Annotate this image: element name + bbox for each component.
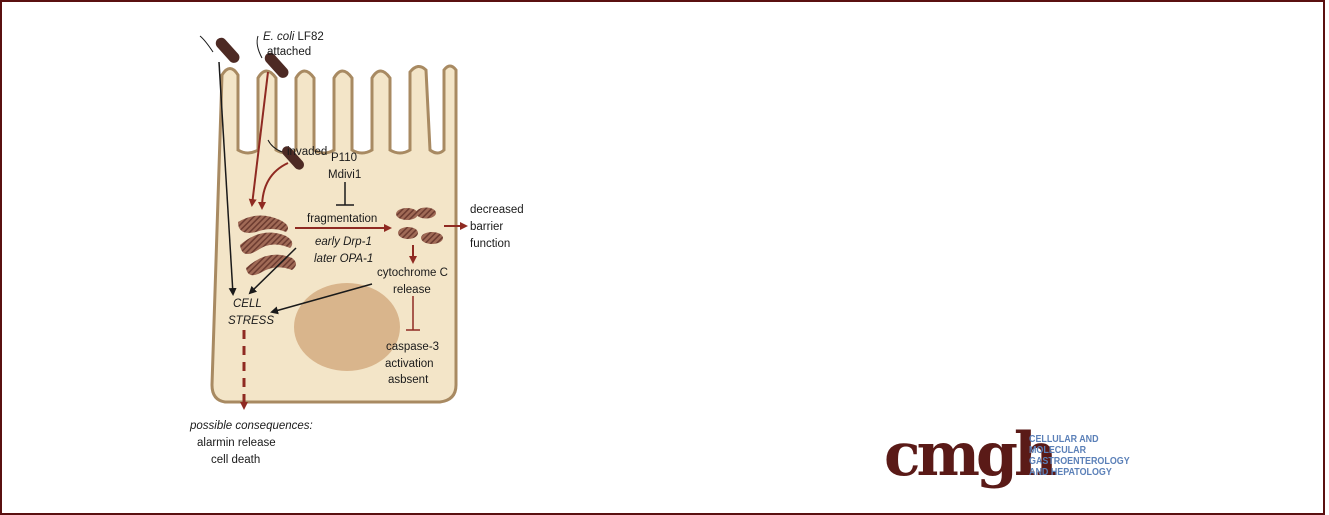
label-stress: STRESS xyxy=(228,315,274,327)
label-invaded: invaded xyxy=(287,146,327,158)
label-caspase: caspase-3 xyxy=(386,341,439,353)
logo-line-4: AND HEPATOLOGY xyxy=(1029,467,1130,478)
label-mdivi1: Mdivi1 xyxy=(328,169,361,181)
label-later-opa1: later OPA-1 xyxy=(314,253,373,265)
label-decreased: decreased xyxy=(470,204,524,216)
label-possible: possible consequences: xyxy=(189,420,313,432)
label-barrier: barrier xyxy=(470,221,503,233)
label-cytochrome: cytochrome C xyxy=(377,267,448,279)
label-ecoli: E. coli LF82 xyxy=(263,31,324,43)
label-fragmentation: fragmentation xyxy=(307,213,377,225)
label-early-drp1: early Drp-1 xyxy=(315,236,372,248)
logo-journal-name: CELLULAR AND MOLECULAR GASTROENTEROLOGY … xyxy=(1029,434,1130,478)
label-function: function xyxy=(470,238,510,250)
label-cell: CELL xyxy=(233,298,262,310)
journal-logo: cmgh CELLULAR AND MOLECULAR GASTROENTERO… xyxy=(884,426,1144,506)
bacterium-attached-1 xyxy=(200,36,242,66)
label-attached: attached xyxy=(267,46,311,58)
label-p110: P110 xyxy=(331,152,357,164)
label-absent: asbsent xyxy=(388,374,429,386)
label-death: cell death xyxy=(211,454,260,466)
label-activation: activation xyxy=(385,358,434,370)
label-release: release xyxy=(393,284,431,296)
label-alarmin: alarmin release xyxy=(197,437,276,449)
